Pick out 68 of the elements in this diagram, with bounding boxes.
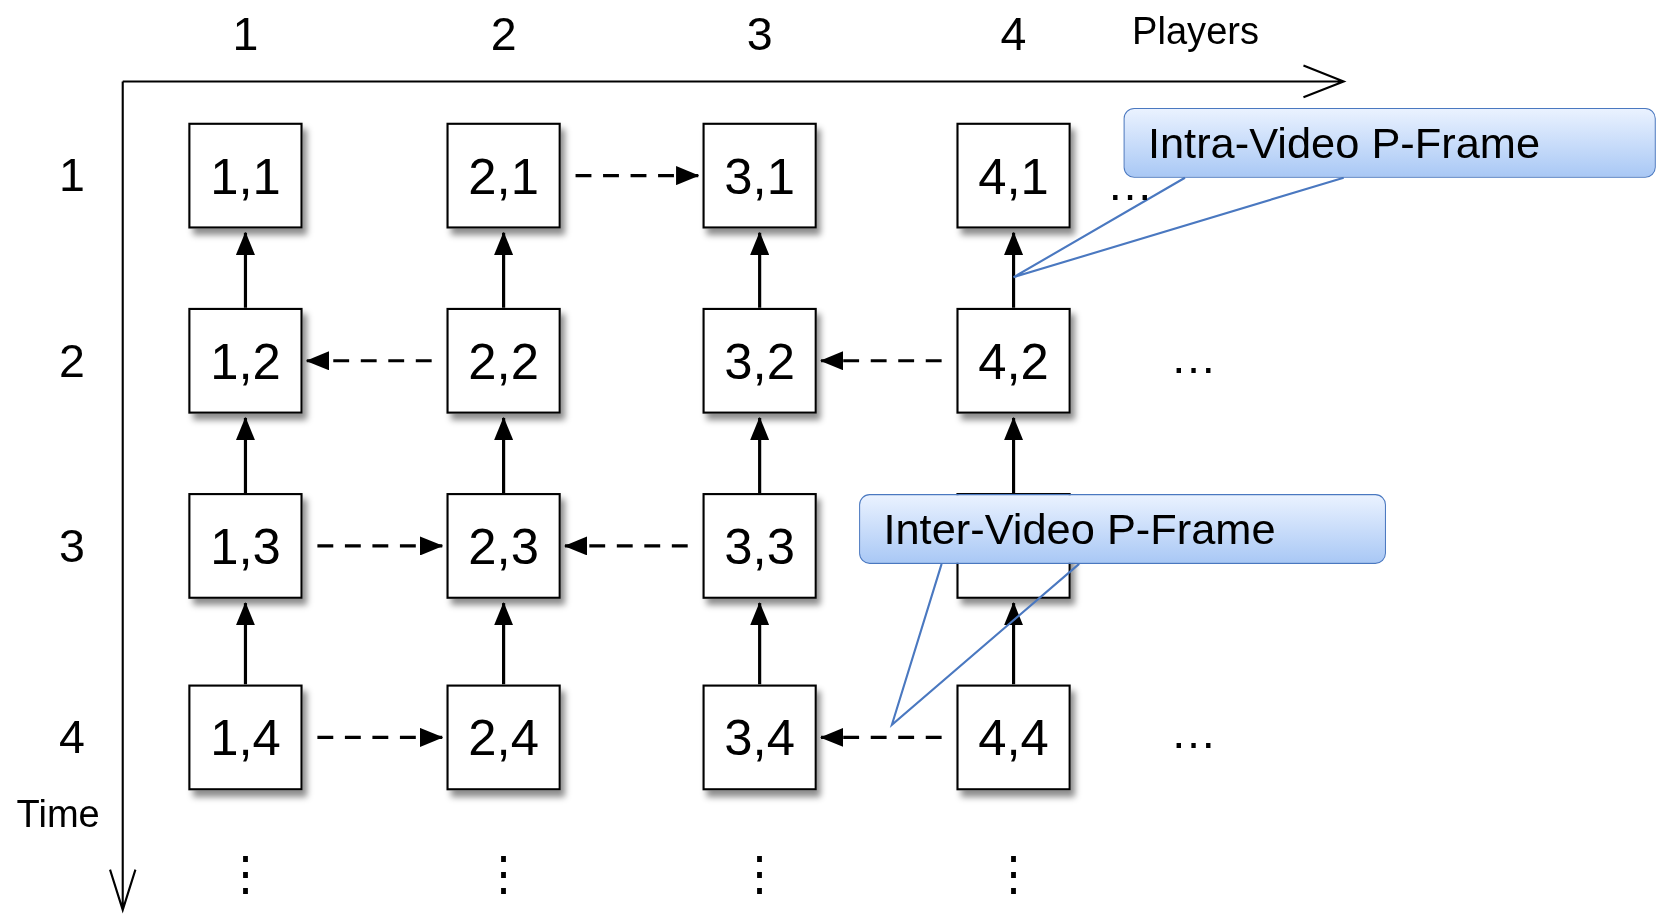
arrow xyxy=(1004,231,1024,308)
frame-box xyxy=(188,493,303,599)
frame-label: 1,2 xyxy=(210,331,281,390)
frame-box xyxy=(446,122,561,229)
vertical-ellipsis: ⋮ xyxy=(990,845,1037,900)
frame-box xyxy=(188,307,303,414)
arrow xyxy=(494,416,514,494)
frame-label: 1,3 xyxy=(210,516,281,575)
arrow xyxy=(750,602,770,685)
arrow xyxy=(494,231,514,308)
arrow xyxy=(1004,416,1024,494)
dashed-arrow xyxy=(563,536,688,556)
row-number: 1 xyxy=(59,149,85,203)
frame-box xyxy=(446,307,561,414)
frame-box xyxy=(956,307,1071,414)
frame-box xyxy=(446,493,561,599)
frame-box xyxy=(702,684,817,791)
frame-label: 4,1 xyxy=(978,146,1049,205)
frame-label: 4,4 xyxy=(978,708,1049,767)
frame-box xyxy=(956,122,1071,229)
dashed-arrow xyxy=(819,727,942,747)
frame-box xyxy=(702,493,817,599)
column-number: 1 xyxy=(232,7,259,61)
frame-label: 1,4 xyxy=(210,708,281,767)
column-number: 4 xyxy=(1000,7,1027,61)
row-number: 2 xyxy=(59,334,85,388)
frame-box xyxy=(702,307,817,414)
frame-box xyxy=(188,684,303,791)
frame-label: 3,2 xyxy=(724,331,795,390)
frame-label: 2,1 xyxy=(468,146,539,205)
frame-box xyxy=(956,684,1071,791)
frame-label: 2,3 xyxy=(468,516,539,575)
arrow xyxy=(235,602,255,685)
arrow xyxy=(750,416,770,494)
dashed-arrow xyxy=(305,351,432,371)
frame-label: 4,2 xyxy=(978,331,1049,390)
frame-label: 2,4 xyxy=(468,708,539,767)
arrow xyxy=(494,602,514,685)
frame-label: 3,1 xyxy=(724,146,795,205)
ellipsis: … xyxy=(1170,705,1217,759)
callout-box xyxy=(859,494,1386,564)
ellipsis: … xyxy=(1170,331,1217,385)
arrow xyxy=(750,231,770,308)
row-number: 4 xyxy=(59,711,85,764)
vertical-ellipsis: ⋮ xyxy=(222,845,269,900)
column-number: 3 xyxy=(746,7,773,61)
dashed-arrow xyxy=(575,166,700,186)
vertical-ellipsis: ⋮ xyxy=(736,845,783,900)
frame-label: 2,2 xyxy=(468,331,539,390)
frame-label: 1,1 xyxy=(210,146,281,205)
frame-label: 3,4 xyxy=(724,708,795,767)
dashed-arrow xyxy=(317,727,444,747)
vertical-ellipsis: ⋮ xyxy=(480,845,527,900)
frame-box xyxy=(188,122,303,229)
axis-title: Players xyxy=(1132,9,1260,54)
row-number: 3 xyxy=(59,519,85,573)
arrow xyxy=(235,231,255,308)
axis-title: Time xyxy=(16,792,100,837)
frame-box xyxy=(702,122,817,229)
arrow xyxy=(1004,602,1024,685)
frame-label: 3,3 xyxy=(724,516,795,575)
dashed-arrow xyxy=(317,536,444,556)
arrow xyxy=(235,416,255,494)
frame-box xyxy=(446,684,561,791)
dashed-arrow xyxy=(819,351,942,371)
column-number: 2 xyxy=(490,7,517,61)
callout-text: Inter-Video P-Frame xyxy=(882,504,1276,554)
callout-box xyxy=(1123,107,1656,178)
